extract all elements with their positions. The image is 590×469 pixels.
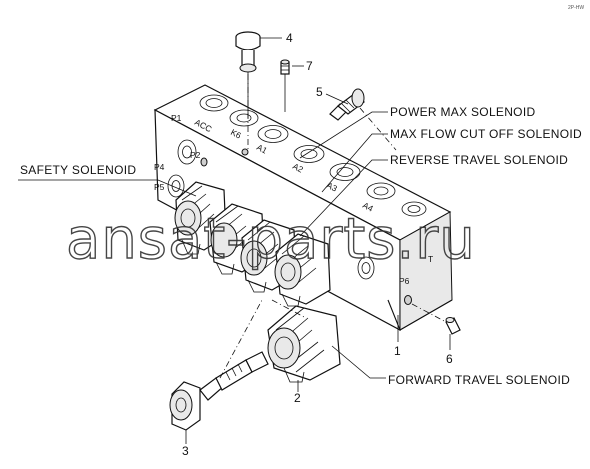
valve-block: P1 ACC K6 A1 A2 A3 A4 P2 P4 P5 P6 T [153, 84, 453, 332]
solenoid-coil-3 [240, 219, 297, 293]
port-label-a1: A1 [255, 142, 269, 156]
forward-travel-solenoid-coil [267, 305, 341, 383]
port-label-p6: P6 [399, 276, 410, 286]
solenoid-coil-4 [274, 233, 331, 307]
image-code: 2P-HW [568, 5, 584, 11]
port-label-p2: P2 [190, 150, 201, 160]
bolt-part [235, 31, 261, 73]
part-number-3: 3 [182, 444, 189, 458]
part-number-7: 7 [306, 59, 313, 73]
fitting-part [329, 88, 365, 121]
port-label-k6: K6 [229, 127, 243, 141]
cartridge-valve [169, 351, 269, 431]
port-label-p4: P4 [154, 162, 165, 172]
leader-lines [18, 37, 451, 444]
plug-part [445, 317, 461, 335]
label-forward-travel-solenoid: FORWARD TRAVEL SOLENOID [388, 373, 570, 387]
port-label-a4: A4 [361, 200, 375, 214]
part-number-2: 2 [294, 391, 301, 405]
label-max-flow-cut-off-solenoid: MAX FLOW CUT OFF SOLENOID [390, 127, 582, 141]
port-label-p1: P1 [171, 113, 182, 123]
part-number-1: 1 [394, 344, 401, 358]
solenoid-coil-group [174, 181, 331, 307]
part-number-5: 5 [316, 85, 323, 99]
port-label-p5: P5 [154, 182, 165, 192]
watermark-text: ansat-parts.ru [66, 207, 476, 272]
part-number-6: 6 [446, 352, 453, 366]
part-number-4: 4 [286, 31, 293, 45]
port-label-a3: A3 [325, 180, 339, 194]
label-safety-solenoid: SAFETY SOLENOID [20, 163, 136, 177]
port-label-a2: A2 [291, 161, 305, 175]
label-power-max-solenoid: POWER MAX SOLENOID [390, 105, 535, 119]
label-reverse-travel-solenoid: REVERSE TRAVEL SOLENOID [390, 153, 568, 167]
set-screw-part [280, 59, 290, 75]
port-label-t: T [428, 254, 433, 264]
